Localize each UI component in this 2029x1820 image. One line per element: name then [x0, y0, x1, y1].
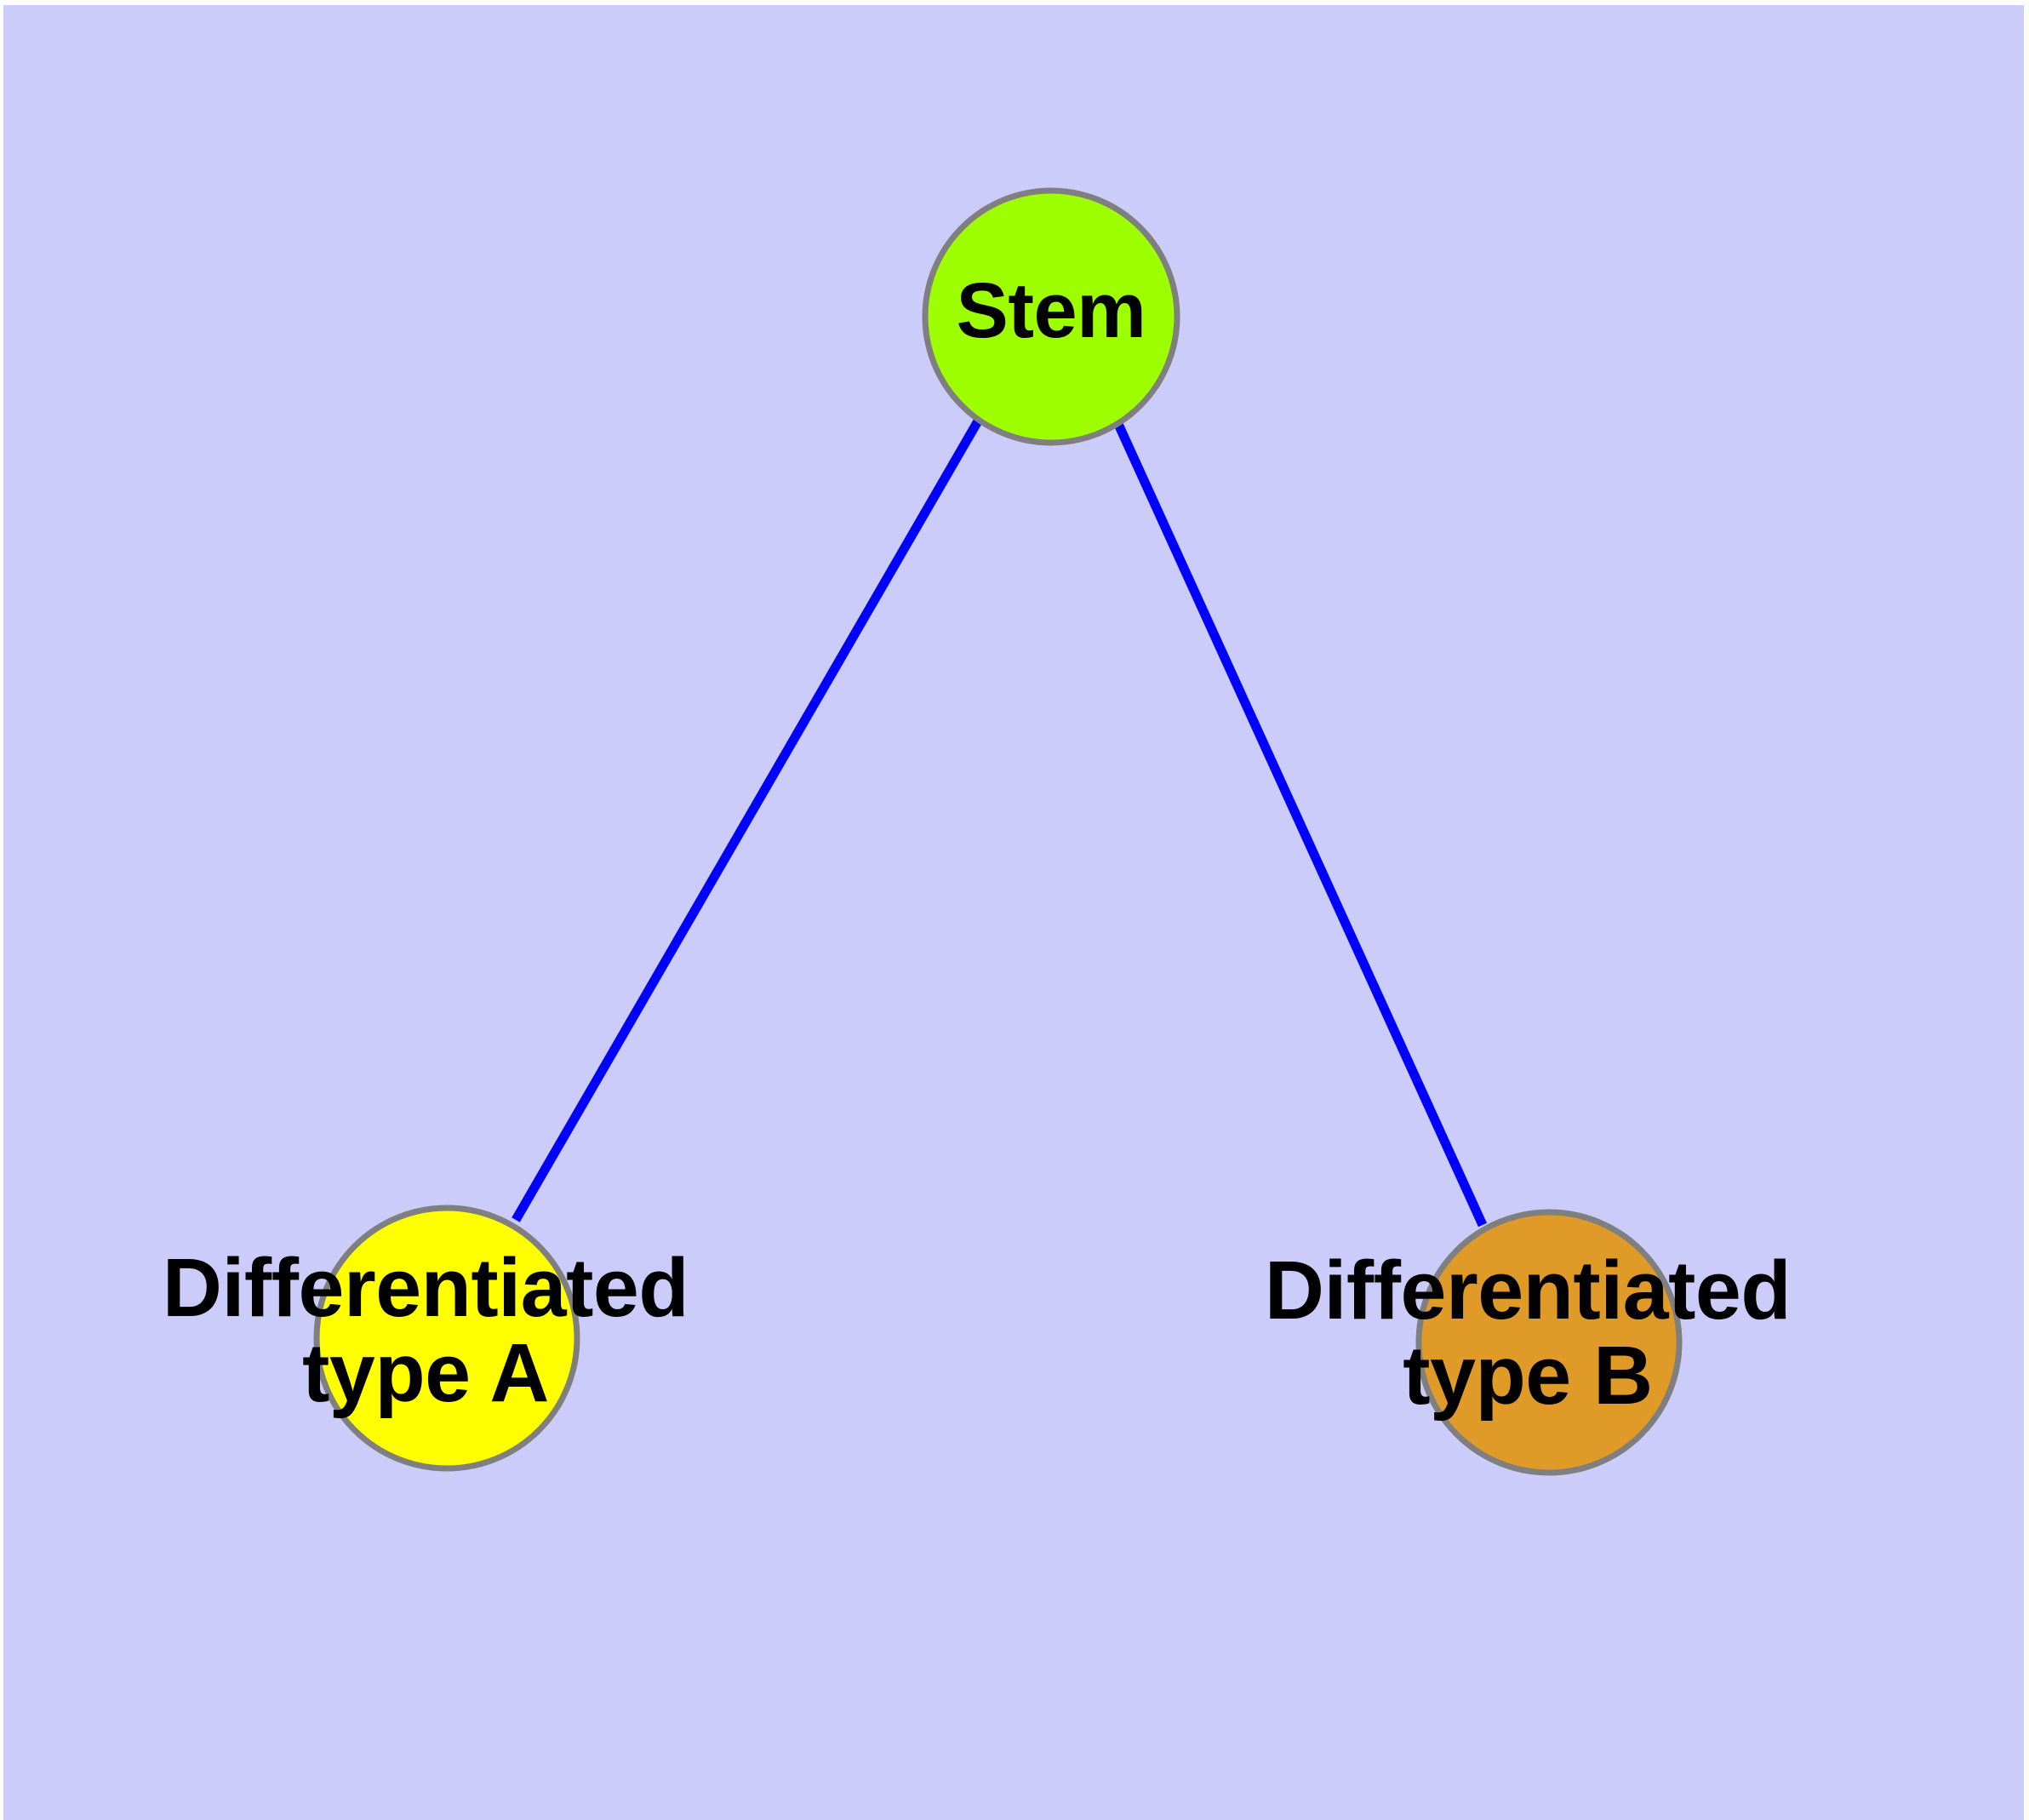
edge-stem-to-diff-a	[512, 417, 983, 1222]
edge-stem-to-diff-b	[1112, 420, 1488, 1228]
edge-layer	[512, 417, 1488, 1228]
node-diff-b[interactable]	[1415, 1209, 1683, 1476]
node-stem[interactable]	[922, 187, 1180, 446]
node-layer	[313, 187, 1683, 1476]
node-diff-a[interactable]	[313, 1205, 580, 1472]
